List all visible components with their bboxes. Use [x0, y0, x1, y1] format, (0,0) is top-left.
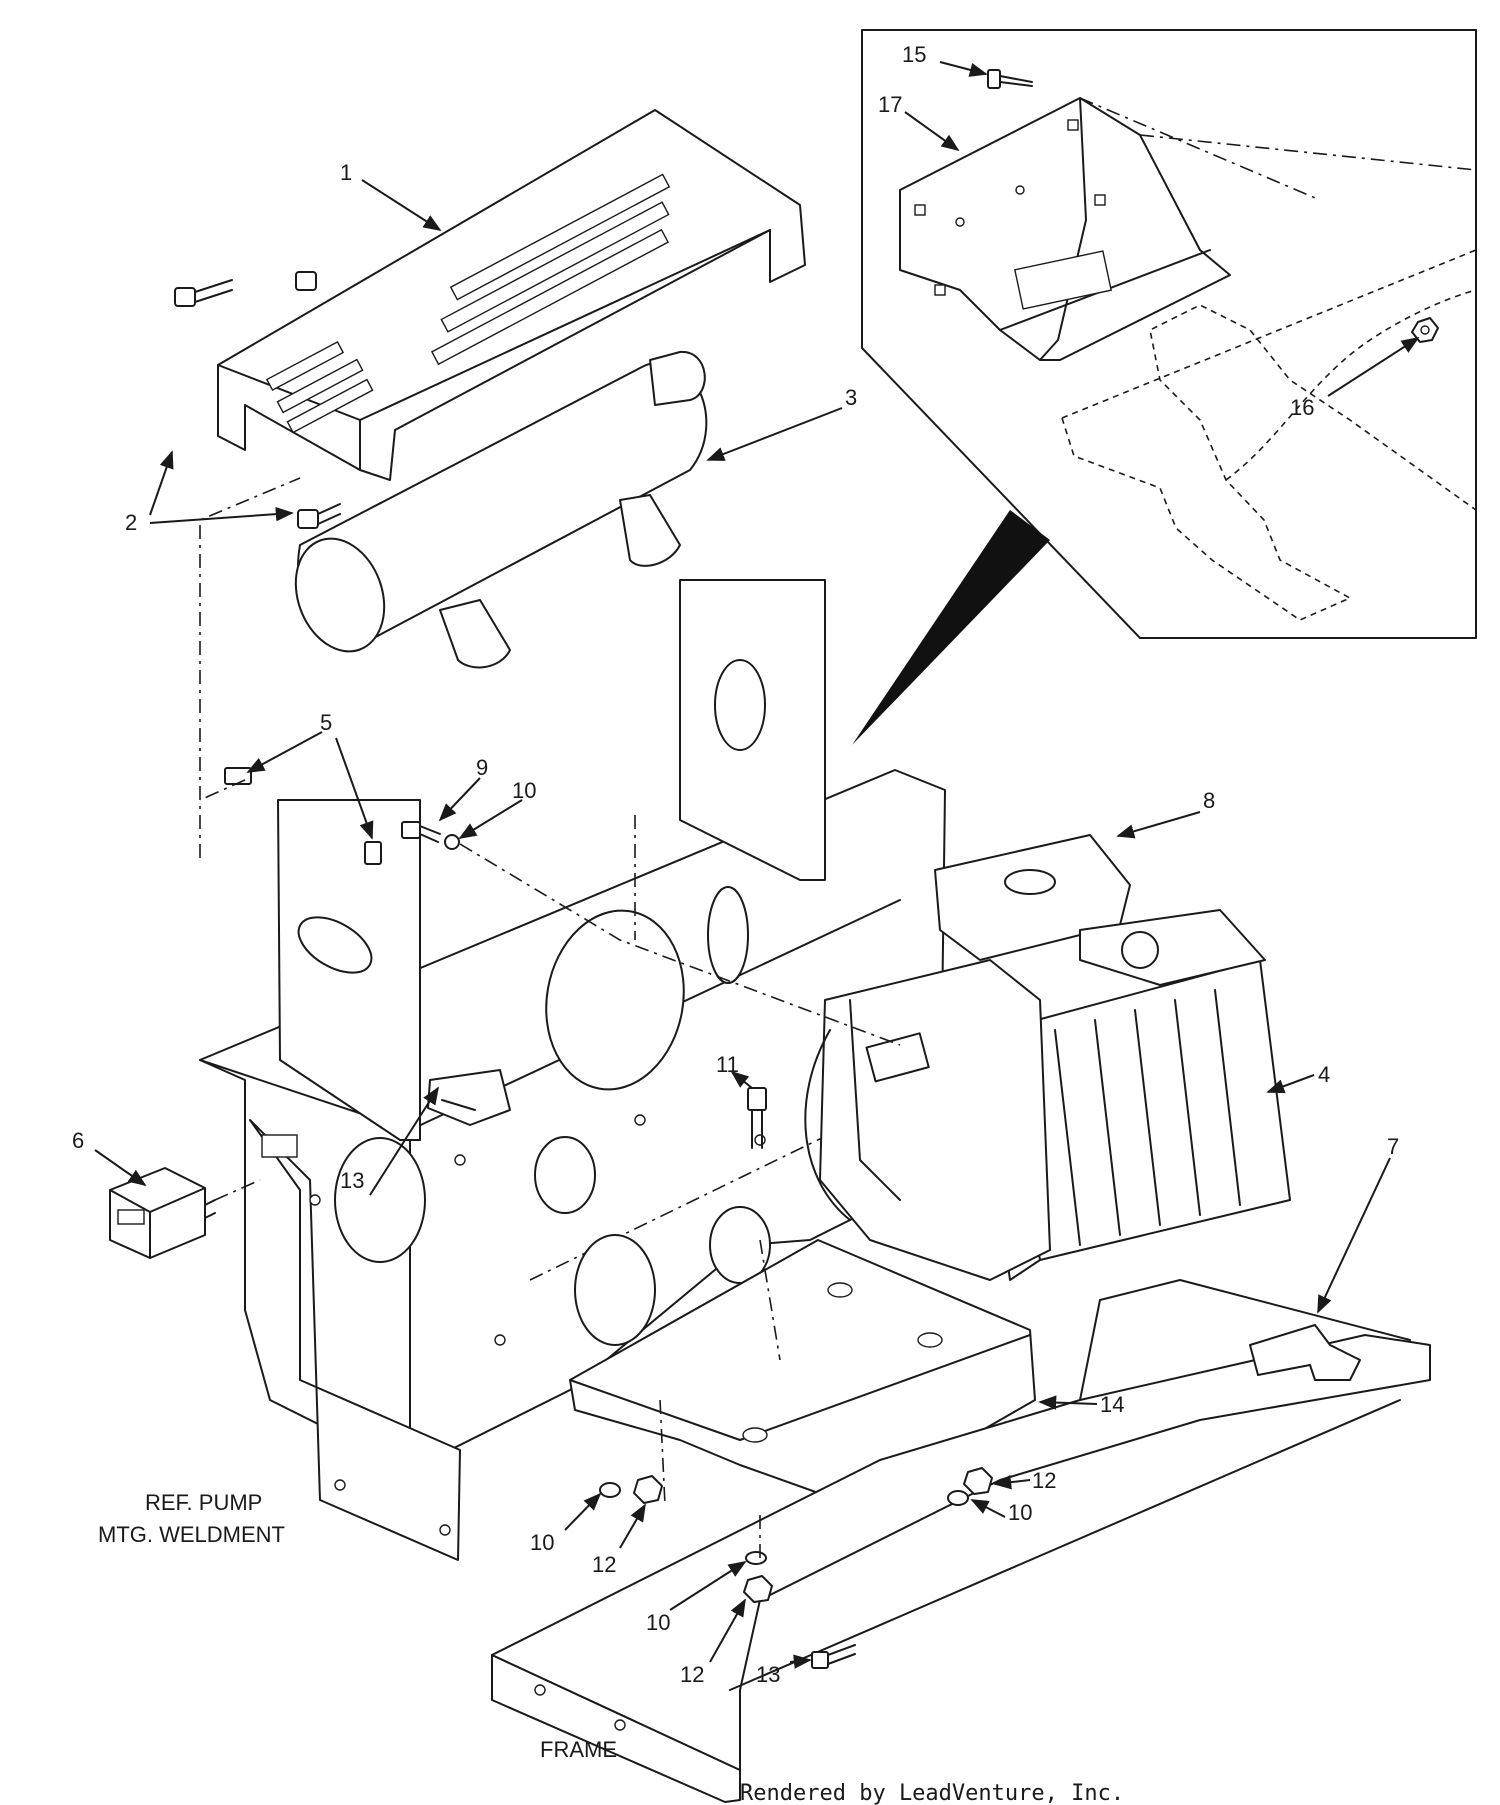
nut-part-12-left [633, 1475, 663, 1504]
callout-leaders [94, 61, 1420, 1669]
nut-part-16 [1411, 317, 1439, 343]
callout-labels: 1 2 3 4 5 6 7 8 9 10 11 12 10 13 14 10 1… [72, 42, 1399, 1687]
callout-4: 4 [1318, 1062, 1330, 1087]
washer-part-10-upper [444, 834, 460, 850]
bolt-part-11 [747, 1087, 767, 1149]
washer-part-10-center [745, 1551, 767, 1565]
washer-part-10-left [599, 1482, 621, 1498]
frame-label: FRAME [540, 1737, 617, 1762]
bolt-part-2-lower [295, 271, 341, 529]
nut-part-12-center [743, 1575, 773, 1603]
engine-mount-assembly [199, 579, 946, 1561]
callout-1: 1 [340, 160, 352, 185]
callout-17: 17 [878, 92, 902, 117]
callout-12-center: 12 [680, 1662, 704, 1687]
callout-13-upper: 13 [340, 1168, 364, 1193]
callout-10-upper: 10 [512, 778, 536, 803]
washer-part-10-right [947, 1490, 969, 1506]
callout-10-center: 10 [646, 1610, 670, 1635]
frame [491, 1279, 1431, 1803]
clip-part-5-right [364, 841, 382, 865]
engine-part-8 [804, 834, 1266, 1281]
bolt-part-2-upper [174, 279, 233, 307]
cover-part-1 [217, 109, 806, 481]
callout-5: 5 [320, 710, 332, 735]
assembly-centerlines [199, 477, 901, 1560]
nut-part-12-right [963, 1467, 993, 1495]
callout-10-right: 10 [1008, 1500, 1032, 1525]
callout-14: 14 [1100, 1392, 1124, 1417]
callout-2: 2 [125, 510, 137, 535]
bracket-part-17 [899, 97, 1231, 361]
callout-11: 11 [716, 1052, 739, 1077]
ref-pump-label-line2: MTG. WELDMENT [98, 1522, 285, 1547]
callout-15: 15 [902, 42, 926, 67]
callout-10-left: 10 [530, 1530, 554, 1555]
detail-view-link [852, 510, 1050, 745]
callout-12-right: 12 [1032, 1468, 1056, 1493]
clip-part-5-left [224, 767, 252, 785]
callout-9: 9 [476, 755, 488, 780]
callout-8: 8 [1203, 788, 1215, 813]
muffler-part-3 [294, 350, 708, 669]
hour-meter-part-6 [109, 1167, 216, 1259]
cover-vent-slots [265, 173, 671, 434]
bolt-part-13-lower [811, 1644, 856, 1669]
ref-pump-label-line1: REF. PUMP [145, 1490, 262, 1515]
detail-inset [861, 29, 1477, 639]
bolt-part-15 [987, 69, 1033, 89]
render-credit: Rendered by LeadVenture, Inc. [740, 1781, 1124, 1805]
callout-6: 6 [72, 1128, 84, 1153]
callout-3: 3 [845, 385, 857, 410]
callout-13-lower: 13 [756, 1662, 780, 1687]
bolt-part-9 [401, 821, 441, 843]
callout-16: 16 [1290, 395, 1314, 420]
callout-7: 7 [1387, 1134, 1399, 1159]
fitting-part-7 [1249, 1324, 1361, 1381]
callout-12-left: 12 [592, 1552, 616, 1577]
